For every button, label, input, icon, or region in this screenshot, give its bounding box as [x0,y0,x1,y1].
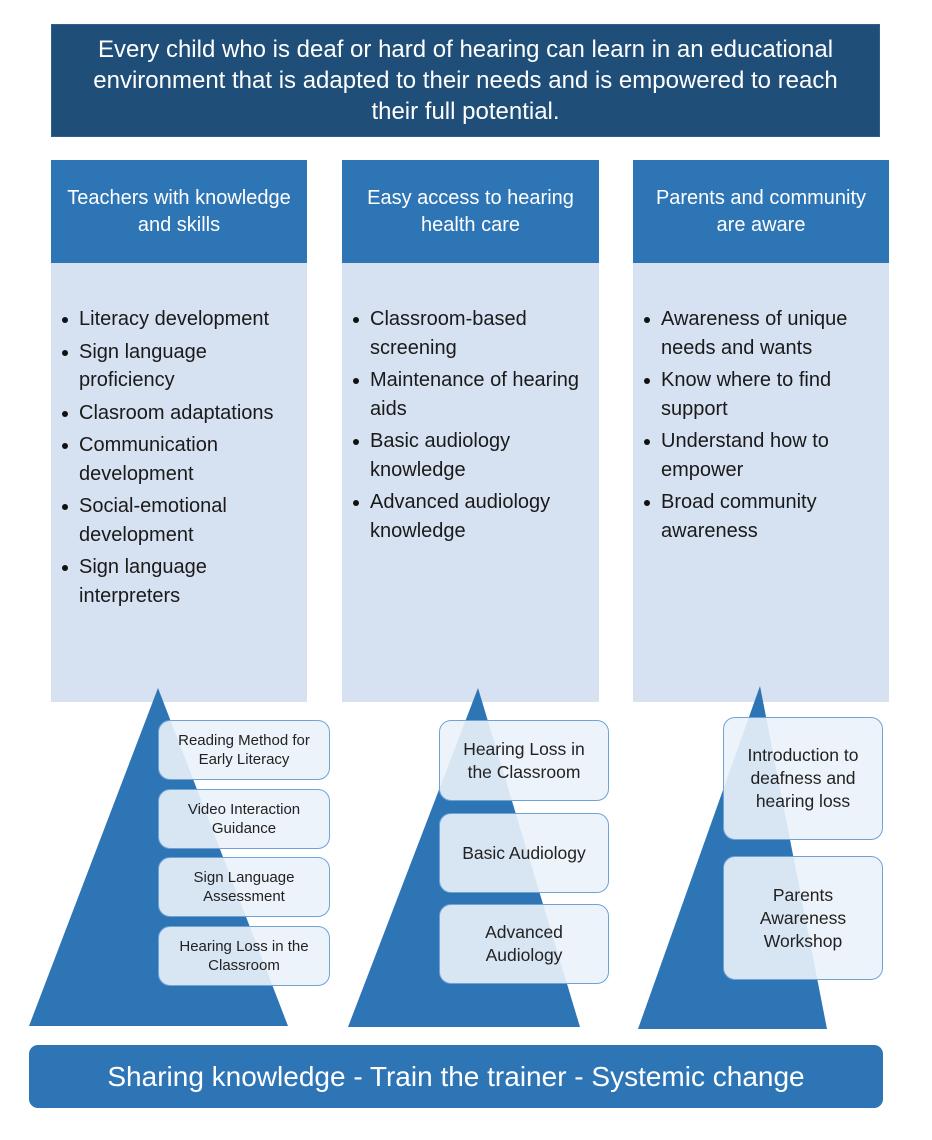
footer-banner: Sharing knowledge - Train the trainer - … [29,1045,883,1108]
column-title: Easy access to hearing health care [367,186,574,236]
training-label: Hearing Loss in the Classroom [179,938,309,974]
list-item: Broad community awareness [641,488,883,545]
footer-text: Sharing knowledge - Train the trainer - … [107,1060,805,1092]
training-box: Hearing Loss in the Classroom [439,720,609,801]
vision-text: Every child who is deaf or hard of heari… [93,36,838,125]
column-teachers-body: Literacy development Sign language profi… [51,263,307,702]
list-item: Maintenance of hearing aids [350,366,593,423]
training-label: Introduction to deafness and hearing los… [747,745,859,811]
training-box: Advanced Audiology [439,904,609,984]
list-item: Sign language interpreters [59,553,301,610]
list-item: Classroom-based screening [350,305,593,362]
outcome-list: Literacy development Sign language profi… [59,305,301,614]
vision-banner: Every child who is deaf or hard of heari… [51,24,880,137]
training-label: Sign Language Assessment [193,869,295,905]
training-label: Video Interaction Guidance [187,801,301,837]
column-title: Teachers with knowledge and skills [67,186,291,236]
list-item: Awareness of unique needs and wants [641,305,883,362]
list-item: Communication development [59,431,301,488]
list-item: Advanced audiology knowledge [350,488,593,545]
column-parents-header: Parents and community are aware [633,160,889,263]
training-box: Hearing Loss in the Classroom [158,926,330,986]
list-item: Literacy development [59,305,301,334]
training-box: Sign Language Assessment [158,857,330,917]
training-label: Hearing Loss in the Classroom [463,738,585,782]
training-box: Video Interaction Guidance [158,789,330,849]
training-label: Parents Awareness Workshop [759,884,847,951]
outcome-list: Classroom-based screening Maintenance of… [350,305,593,549]
column-health-care-body: Classroom-based screening Maintenance of… [342,263,599,702]
column-title: Parents and community are aware [655,186,867,236]
list-item: Understand how to empower [641,427,883,484]
training-label: Reading Method for Early Literacy [178,732,310,768]
outcome-list: Awareness of unique needs and wants Know… [641,305,883,549]
list-item: Basic audiology knowledge [350,427,593,484]
column-parents-body: Awareness of unique needs and wants Know… [633,263,889,702]
training-box: Basic Audiology [439,813,609,893]
list-item: Clasroom adaptations [59,399,301,428]
list-item: Know where to find support [641,366,883,423]
training-box: Reading Method for Early Literacy [158,720,330,780]
training-box: Introduction to deafness and hearing los… [723,717,883,840]
training-label: Basic Audiology [462,842,586,863]
training-box: Parents Awareness Workshop [723,856,883,980]
list-item: Sign language proficiency [59,338,301,395]
list-item: Social-emotional development [59,492,301,549]
training-label: Advanced Audiology [485,922,563,965]
column-teachers-header: Teachers with knowledge and skills [51,160,307,263]
column-health-care-header: Easy access to hearing health care [342,160,599,263]
